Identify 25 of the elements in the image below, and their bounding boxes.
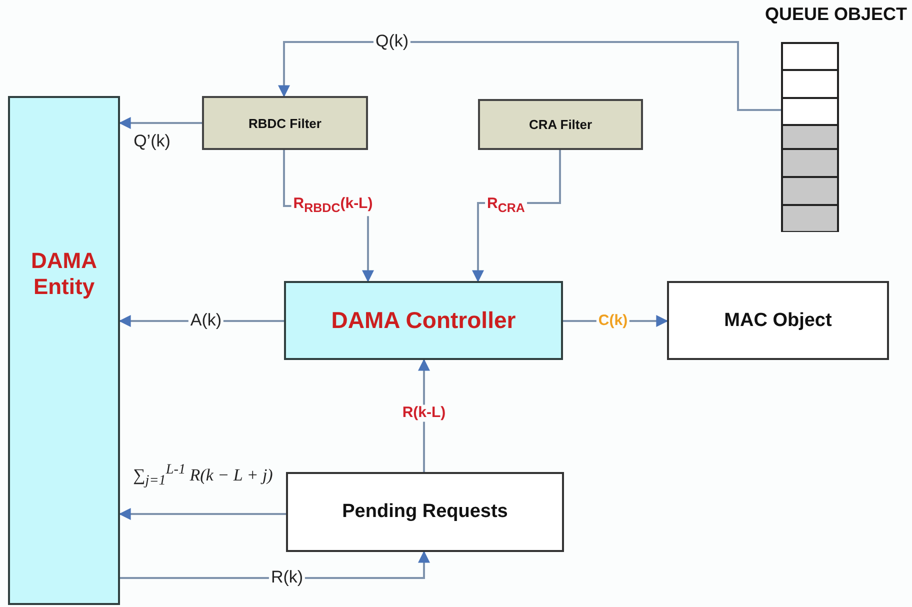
controller-box <box>284 281 563 360</box>
entity-block <box>8 96 120 605</box>
filter-box <box>478 99 643 150</box>
filter-box <box>202 96 368 150</box>
edge-label: C(k) <box>596 312 630 330</box>
node-label: CRA Filter <box>528 117 592 132</box>
node-label: DAMA Controller <box>331 307 516 334</box>
arrow <box>118 508 286 520</box>
edge-label: R(k-L) <box>400 404 448 422</box>
edge-label: R(k) <box>268 568 306 588</box>
edge-label: A(k) <box>188 312 224 330</box>
arrow <box>120 550 430 579</box>
node-label: RBDC Filter <box>248 116 322 130</box>
edge-label: R$_{RBDC}$(k-L) <box>291 196 375 216</box>
node-label: DAMA Entity <box>30 248 98 300</box>
process-box <box>286 472 564 552</box>
node-label: MAC Object <box>724 310 832 332</box>
arrow <box>278 41 781 111</box>
edge-label: Q(k) <box>373 32 411 52</box>
edge-label: ∑$_{j=1}$$^{L-1}$ R(k − L + j) <box>132 462 274 490</box>
process-box <box>667 281 889 360</box>
node-label: Pending Requests <box>342 501 508 523</box>
queue-heading: QUEUE OBJECT <box>764 4 907 25</box>
arrow <box>118 117 202 129</box>
edge-label: Q’(k) <box>132 132 172 152</box>
